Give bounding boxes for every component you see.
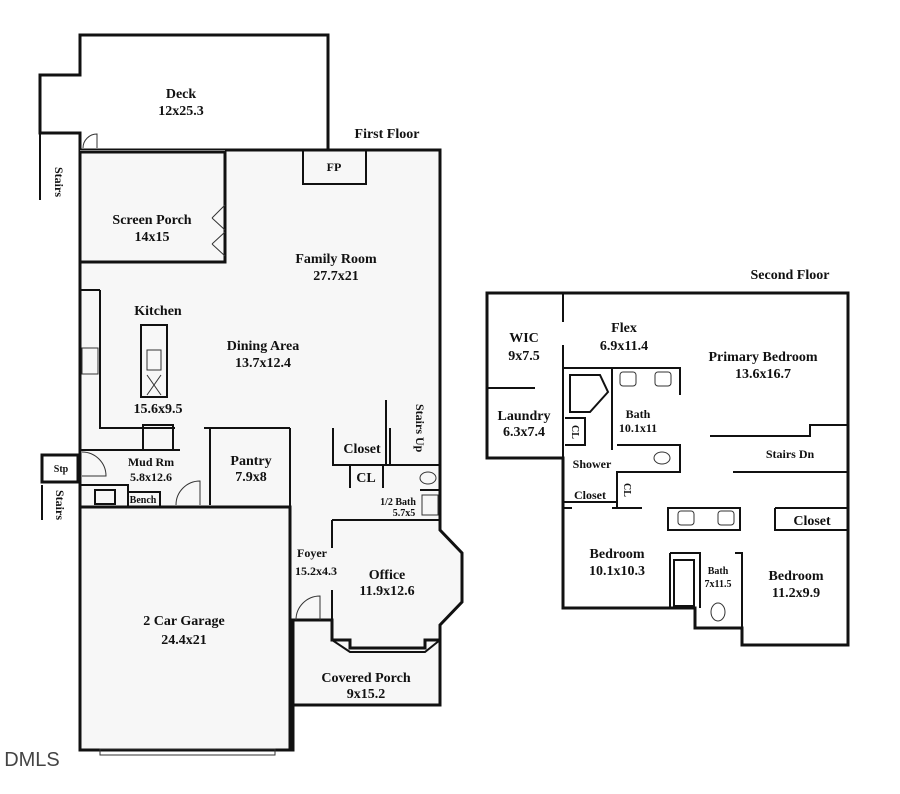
- bedroom-size: 10.1x10.3: [589, 564, 645, 579]
- covered-porch-label: Covered Porch: [321, 671, 411, 686]
- kitchen-island: [140, 324, 168, 398]
- fireplace: [302, 149, 367, 185]
- closet-label: Closet: [574, 488, 606, 502]
- office-label: Office: [369, 568, 406, 583]
- closet-label: Closet: [793, 514, 831, 529]
- first-floor: First Floor Deck 12x25.3 Stairs Screen P…: [38, 33, 464, 756]
- stairs-label: Stairs: [52, 167, 66, 197]
- flex-size: 6.9x11.4: [600, 339, 648, 354]
- deck-size: 12x25.3: [158, 104, 204, 119]
- screen-porch-area: [78, 150, 227, 264]
- bench-label: Bench: [130, 495, 157, 506]
- tub-icon: [673, 559, 695, 607]
- dining-label: Dining Area: [227, 339, 299, 354]
- step-label: Stp: [54, 464, 69, 475]
- stairs-wall: [39, 133, 43, 520]
- step: [40, 453, 80, 484]
- half-bath-size: 5.7x5: [393, 508, 416, 519]
- cl-label: CL: [356, 471, 375, 486]
- tub-icon: [569, 374, 610, 413]
- foyer-label: Foyer: [297, 546, 328, 560]
- wic-label: WIC: [509, 331, 539, 346]
- door-icon: [175, 480, 201, 506]
- sink-icon: [654, 371, 672, 387]
- cl-label: CL: [569, 425, 580, 439]
- bath-size: 7x11.5: [705, 579, 732, 590]
- toilet-icon: [653, 451, 671, 465]
- dining-size: 13.7x12.4: [235, 356, 291, 371]
- shower-label: Shower: [573, 457, 612, 471]
- door-icon: [211, 204, 226, 257]
- sink-icon: [677, 510, 695, 526]
- closet-wall: [332, 400, 440, 521]
- stairs-up-label: Stairs Up: [413, 404, 427, 453]
- primary-bedroom-label: Primary Bedroom: [709, 350, 818, 365]
- kitchen-wall: [80, 289, 175, 429]
- second-floor: Second Floor WIC 9x7.5 Flex 6.9x11.4 Pri…: [485, 268, 850, 647]
- foyer-size: 15.2x4.3: [295, 564, 337, 578]
- family-room-size: 27.7x21: [313, 269, 359, 284]
- screen-porch-size: 14x15: [135, 230, 170, 245]
- washer: [94, 489, 116, 505]
- first-floor-title: First Floor: [355, 127, 420, 142]
- toilet-icon: [419, 471, 437, 485]
- second-floor-title: Second Floor: [751, 268, 830, 283]
- office-size: 11.9x12.6: [359, 584, 414, 599]
- mud-room-label: Mud Rm: [128, 455, 174, 469]
- screen-porch-label: Screen Porch: [112, 213, 191, 228]
- door-icon: [82, 133, 98, 149]
- closet-label: Closet: [343, 442, 381, 457]
- kitchen-size: 15.6x9.5: [134, 402, 183, 417]
- deck-label: Deck: [166, 87, 197, 102]
- deck-area: [38, 33, 330, 152]
- garage-door: [99, 748, 276, 756]
- stairs-down-label: Stairs Dn: [766, 447, 815, 461]
- bedroom-label: Bedroom: [769, 569, 824, 584]
- watermark-logo: DMLS: [4, 749, 60, 771]
- stairs-label: Stairs: [53, 490, 67, 520]
- flex-label: Flex: [611, 321, 637, 336]
- bedroom-size: 11.2x9.9: [772, 586, 820, 601]
- garage-area: [78, 505, 292, 752]
- half-bath-label: 1/2 Bath: [380, 497, 416, 508]
- bedroom-label: Bedroom: [590, 547, 645, 562]
- wic-size: 9x7.5: [508, 349, 540, 364]
- main-floor-area: [80, 150, 462, 750]
- door-icon: [295, 595, 321, 621]
- interior-wall: [80, 427, 291, 620]
- family-room-label: Family Room: [295, 252, 377, 267]
- cl-label: CL: [621, 483, 632, 497]
- primary-bath-label: Bath: [626, 407, 651, 421]
- garage-size: 24.4x21: [161, 633, 207, 648]
- fireplace-label: FP: [327, 160, 342, 174]
- mud-room-size: 5.8x12.6: [130, 470, 172, 484]
- interior-wall: [487, 293, 848, 628]
- primary-bath-size: 10.1x11: [619, 421, 657, 435]
- laundry-size: 6.3x7.4: [503, 425, 545, 440]
- pantry-size: 7.9x8: [235, 470, 267, 485]
- sink-icon: [717, 510, 735, 526]
- second-floor-area: [485, 291, 850, 647]
- covered-porch-size: 9x15.2: [347, 687, 386, 702]
- garage-label: 2 Car Garage: [143, 614, 224, 629]
- primary-bedroom-size: 13.6x16.7: [735, 367, 791, 382]
- door-icon: [81, 451, 107, 477]
- toilet-icon: [710, 602, 726, 622]
- stove-icon: [81, 347, 99, 375]
- bath-label: Bath: [708, 566, 729, 577]
- pantry-label: Pantry: [230, 454, 271, 469]
- sink-icon: [619, 371, 637, 387]
- laundry-label: Laundry: [498, 409, 551, 424]
- sink-icon: [421, 494, 439, 516]
- kitchen-label: Kitchen: [134, 304, 182, 319]
